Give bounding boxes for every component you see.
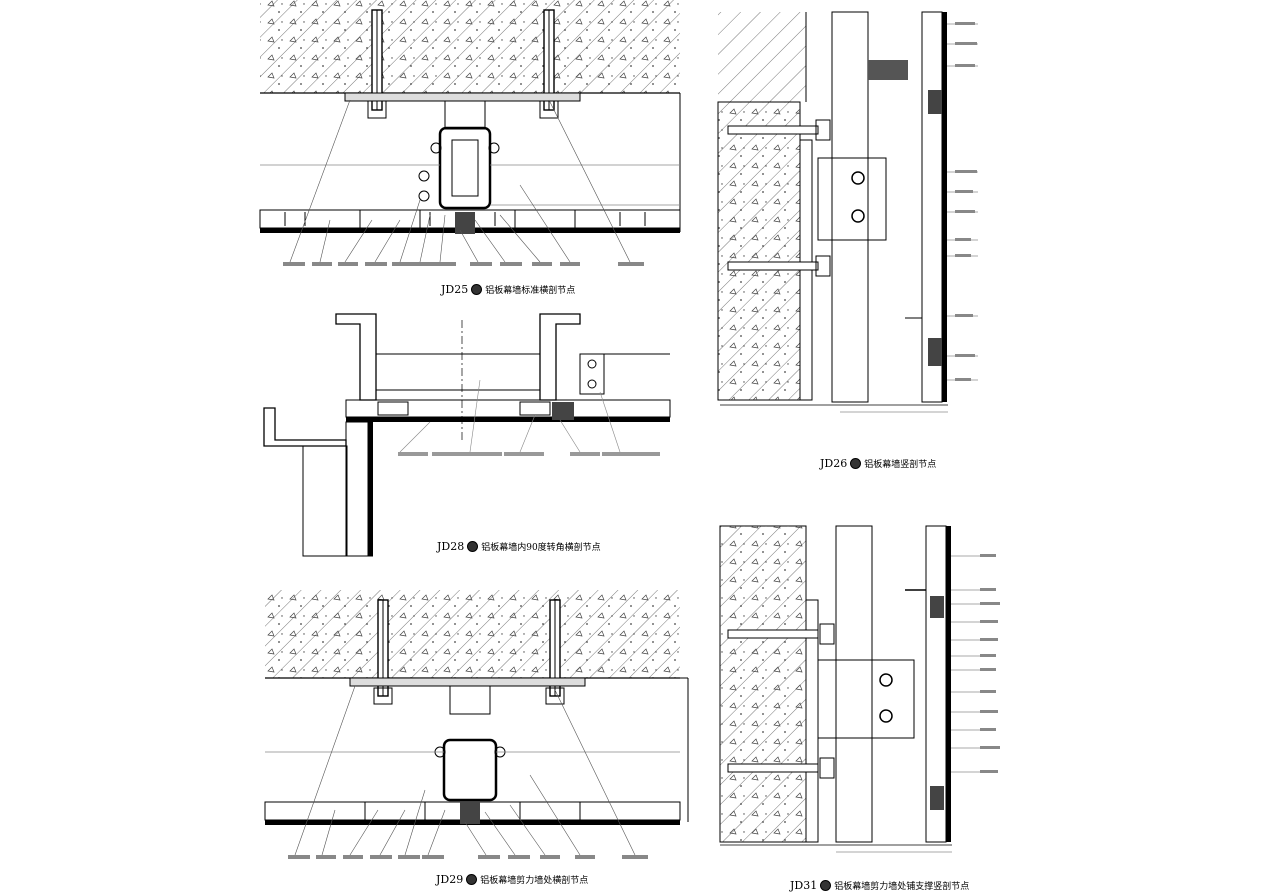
jd26-concrete-wall xyxy=(718,12,806,102)
caption-title: 铝板幕墙竖剖节点 xyxy=(864,460,937,470)
jd29-embed-plate xyxy=(349,677,586,687)
caption-jd29: JD29 铝板幕墙剪力墙处横剖节点 xyxy=(436,873,588,888)
caption-title: 铝板幕墙剪力墙处铺支撑竖剖节点 xyxy=(834,882,970,892)
jd28-channel-right xyxy=(539,313,581,401)
jd29-detail xyxy=(264,590,689,859)
caption-title: 铝板幕墙剪力墙处横剖节点 xyxy=(480,876,589,886)
section-symbol-icon xyxy=(467,540,479,552)
caption-jd31: JD31 铝板幕墙剪力墙处铺支撑竖剖节点 xyxy=(790,879,969,894)
section-symbol-icon xyxy=(471,283,483,295)
jd28-panel-return xyxy=(368,422,373,556)
jd31-anchor-bolts xyxy=(727,623,835,779)
jd28-panel xyxy=(346,417,670,422)
jd26-anchor-bolts xyxy=(727,119,831,277)
caption-code: JD26 xyxy=(820,457,848,470)
section-symbol-icon xyxy=(820,879,832,891)
jd28-channel-left xyxy=(335,313,377,401)
jd25-steel-tube xyxy=(438,126,492,210)
jd29-steel-tube xyxy=(442,738,498,802)
jd31-panel xyxy=(946,526,951,842)
caption-code: JD31 xyxy=(790,879,818,892)
caption-title: 铝板幕墙内90度转角横剖节点 xyxy=(481,543,601,553)
caption-code: JD25 xyxy=(441,283,469,296)
jd28-detail xyxy=(263,313,671,557)
jd31-detail xyxy=(719,525,1000,853)
jd26-panel xyxy=(942,12,947,402)
caption-code: JD29 xyxy=(436,873,464,886)
caption-code: JD28 xyxy=(437,540,465,553)
section-symbol-icon xyxy=(850,457,862,469)
section-symbol-icon xyxy=(466,873,478,885)
caption-jd26: JD26 铝板幕墙竖剖节点 xyxy=(820,457,936,472)
jd25-leaders xyxy=(289,99,631,263)
jd25-detail xyxy=(259,0,681,266)
jd26-detail xyxy=(717,11,978,413)
jd25-embed-plate xyxy=(344,92,581,102)
caption-title: 铝板幕墙标准横剖节点 xyxy=(485,286,576,296)
caption-jd25: JD25 铝板幕墙标准横剖节点 xyxy=(441,283,575,298)
caption-jd28: JD28 铝板幕墙内90度转角横剖节点 xyxy=(437,540,601,555)
